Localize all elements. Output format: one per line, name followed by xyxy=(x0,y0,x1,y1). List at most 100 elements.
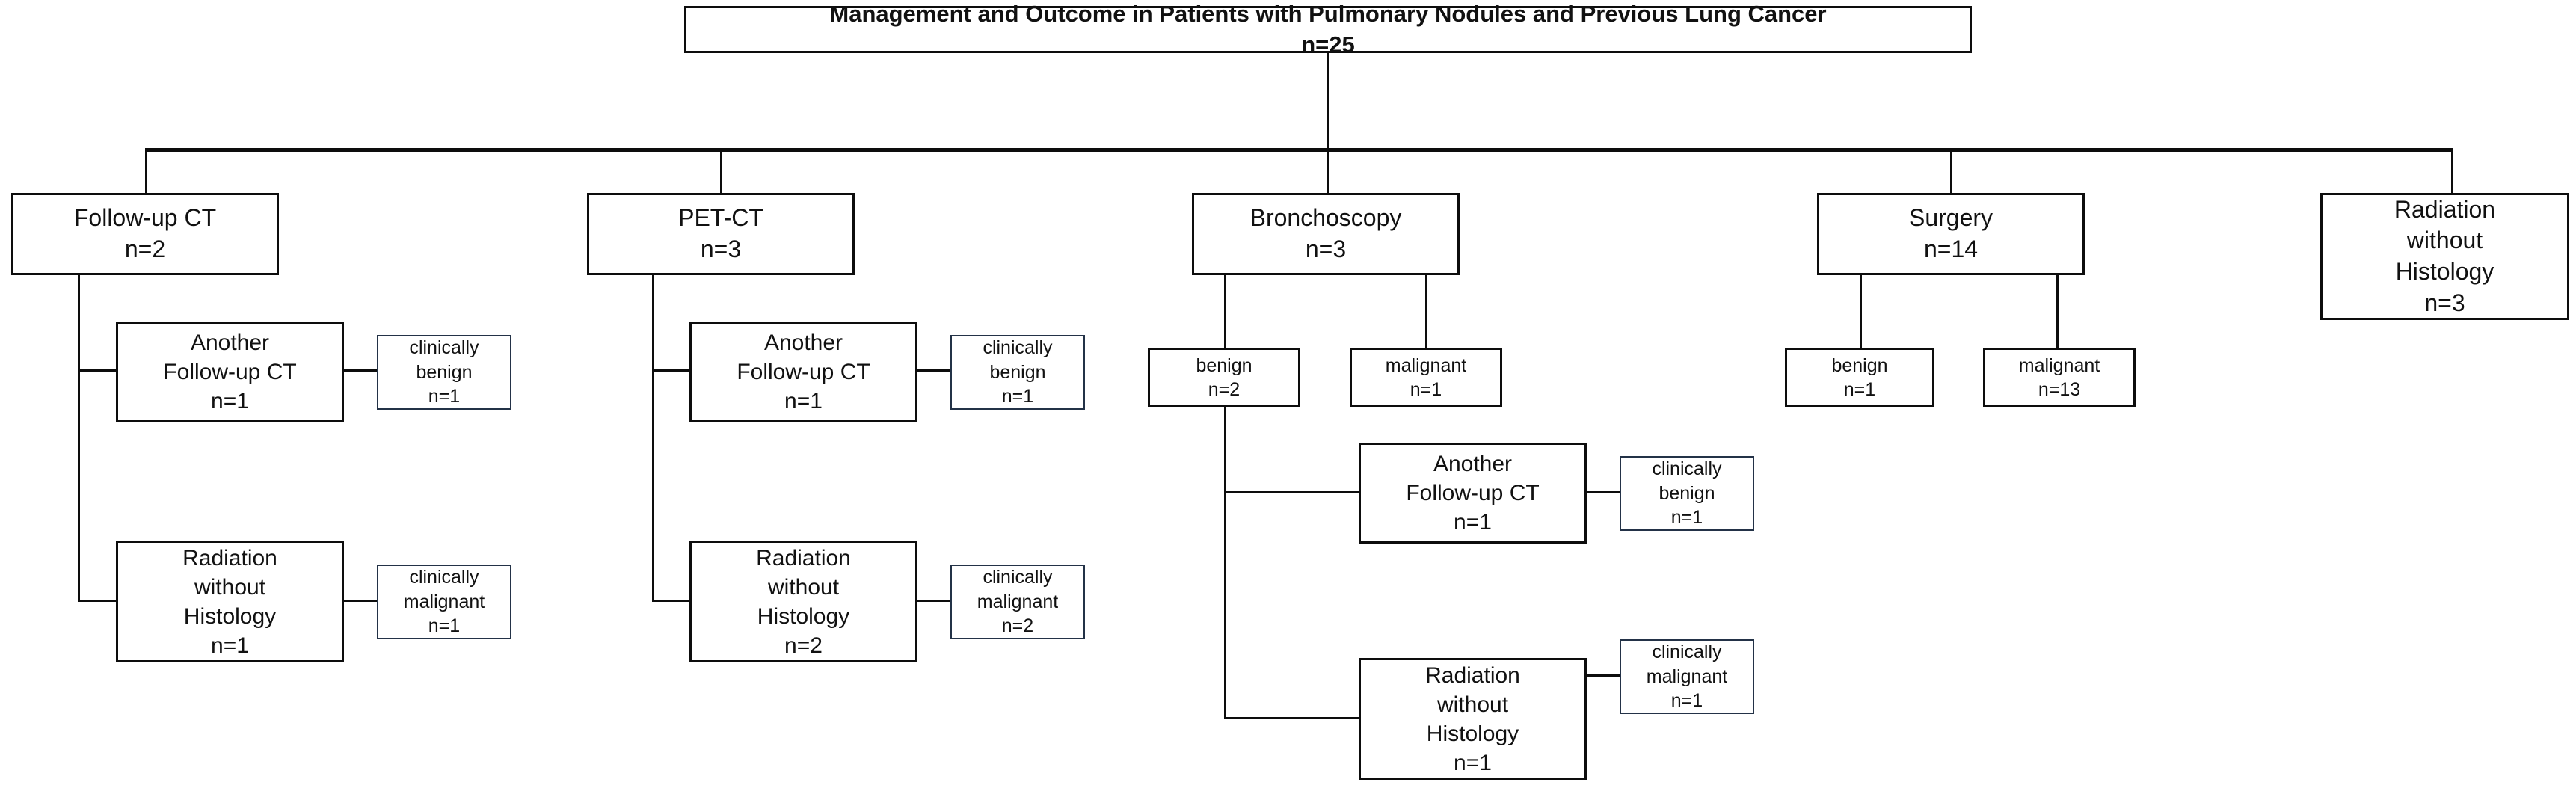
node-pet-ct: PET-CT n=3 xyxy=(587,193,855,275)
edge-bronchoscopy-to-benign xyxy=(1224,275,1226,348)
edge-pet-ct-spine xyxy=(652,275,654,602)
histology-count: n=1 xyxy=(1410,379,1442,400)
node-label-line3: Histology xyxy=(2395,258,2494,285)
edge-surgery-to-malignant xyxy=(2056,275,2059,348)
node-followup-ct-radiation: Radiation without Histology n=1 xyxy=(116,541,344,662)
outcome-line1: clinically xyxy=(409,567,479,588)
node-count: n=1 xyxy=(211,633,249,658)
edge-followup-ct-spine xyxy=(78,275,80,602)
node-label-line3: Histology xyxy=(1426,721,1519,746)
edge-another-ct-to-benign-3 xyxy=(1585,491,1621,493)
outcome-count: n=1 xyxy=(1670,690,1703,712)
edge-surgery-to-benign xyxy=(1860,275,1862,348)
title-count: n=25 xyxy=(1301,31,1355,58)
node-pet-ct-label: PET-CT xyxy=(678,204,763,232)
outcome-line2: malignant xyxy=(403,591,485,612)
node-bronchoscopy-label: Bronchoscopy xyxy=(1249,204,1402,232)
node-count: n=3 xyxy=(2424,289,2465,316)
edge-drop-pet-ct xyxy=(720,148,722,193)
title-node: Management and Outcome in Patients with … xyxy=(684,1,1972,58)
node-bronchoscopy-count: n=3 xyxy=(1305,236,1347,262)
edge-radiation-to-malignant-2 xyxy=(916,600,952,602)
node-followup-ct-count: n=2 xyxy=(124,236,166,262)
node-surgery: Surgery n=14 xyxy=(1817,193,2085,275)
histology-count: n=13 xyxy=(2038,379,2081,400)
node-count: n=2 xyxy=(784,633,823,658)
node-outcome-clinically-benign-2: clinically benign n=1 xyxy=(950,335,1085,410)
edge-bronchoscopy-benign-spine xyxy=(1224,407,1226,719)
node-label-line3: Histology xyxy=(183,603,277,629)
node-outcome-clinically-benign-1: clinically benign n=1 xyxy=(377,335,511,410)
node-outcome-clinically-malignant-2: clinically malignant n=2 xyxy=(950,565,1085,639)
node-label-line2: without xyxy=(2406,227,2483,254)
node-bronchoscopy-malignant: malignant n=1 xyxy=(1350,348,1502,407)
node-surgery-benign: benign n=1 xyxy=(1785,348,1934,407)
edge-another-ct-to-benign-1 xyxy=(342,369,378,372)
histology-count: n=2 xyxy=(1208,379,1241,400)
outcome-line2: benign xyxy=(989,361,1046,383)
outcome-line1: clinically xyxy=(983,337,1053,359)
outcome-line1: clinically xyxy=(409,337,479,359)
node-count: n=1 xyxy=(1454,510,1492,535)
edge-radiation-to-malignant-1 xyxy=(342,600,378,602)
node-label-line2: Follow-up CT xyxy=(737,360,870,384)
node-label-line1: Radiation xyxy=(2394,195,2496,223)
outcome-count: n=1 xyxy=(428,386,461,407)
node-bronchoscopy-benign: benign n=2 xyxy=(1148,348,1300,407)
edge-title-stem xyxy=(1327,53,1329,150)
outcome-line2: malignant xyxy=(1646,665,1728,687)
outcome-count: n=1 xyxy=(428,615,461,637)
edge-followup-ct-to-another xyxy=(78,369,117,372)
node-count: n=1 xyxy=(1454,750,1492,775)
node-count: n=1 xyxy=(211,389,249,413)
node-pet-ct-radiation: Radiation without Histology n=2 xyxy=(689,541,917,662)
node-followup-ct-another-ct: Another Follow-up CT n=1 xyxy=(116,322,344,422)
outcome-line1: clinically xyxy=(1652,642,1722,663)
node-bronchoscopy-radiation: Radiation without Histology n=1 xyxy=(1359,658,1587,780)
node-label-line2: without xyxy=(194,574,266,600)
node-surgery-malignant: malignant n=13 xyxy=(1983,348,2136,407)
node-surgery-count: n=14 xyxy=(1923,236,1979,262)
node-label-line2: Follow-up CT xyxy=(163,360,297,384)
outcome-line1: clinically xyxy=(1652,458,1722,480)
node-label-line3: Histology xyxy=(757,603,850,629)
edge-drop-bronchoscopy xyxy=(1327,148,1329,193)
node-label-line1: Another xyxy=(1433,452,1513,476)
outcome-line1: clinically xyxy=(983,567,1053,588)
edge-benign-to-radiation xyxy=(1224,717,1360,719)
edge-drop-surgery xyxy=(1950,148,1952,193)
edge-pet-ct-to-another xyxy=(652,369,691,372)
node-surgery-label: Surgery xyxy=(1908,204,1994,232)
title-text: Management and Outcome in Patients with … xyxy=(829,1,1827,28)
histology-label: malignant xyxy=(1385,354,1467,376)
outcome-line2: benign xyxy=(416,361,473,383)
edge-followup-ct-to-radiation xyxy=(78,600,117,602)
node-radiation-without-histology: Radiation without Histology n=3 xyxy=(2320,193,2569,320)
outcome-line2: benign xyxy=(1659,482,1715,504)
node-bronchoscopy-another-ct: Another Follow-up CT n=1 xyxy=(1359,443,1587,544)
node-followup-ct: Follow-up CT n=2 xyxy=(11,193,279,275)
node-label-line2: without xyxy=(1436,692,1509,717)
edge-bronchoscopy-to-malignant xyxy=(1425,275,1427,348)
node-count: n=1 xyxy=(784,389,823,413)
node-label-line1: Radiation xyxy=(756,545,851,570)
edge-another-ct-to-benign-2 xyxy=(916,369,952,372)
node-pet-ct-count: n=3 xyxy=(700,236,742,262)
histology-label: malignant xyxy=(2018,354,2100,376)
node-label-line1: Radiation xyxy=(1425,662,1520,688)
edge-radiation-to-malignant-3 xyxy=(1585,674,1621,677)
node-label-line2: without xyxy=(767,574,840,600)
node-outcome-clinically-malignant-3: clinically malignant n=1 xyxy=(1620,639,1754,714)
node-label-line2: Follow-up CT xyxy=(1406,481,1540,505)
node-bronchoscopy: Bronchoscopy n=3 xyxy=(1192,193,1460,275)
edge-level1-bus xyxy=(146,148,2453,152)
node-pet-ct-another-ct: Another Follow-up CT n=1 xyxy=(689,322,917,422)
node-label-line1: Another xyxy=(763,330,843,355)
outcome-count: n=1 xyxy=(1670,507,1703,529)
histology-label: benign xyxy=(1196,354,1252,376)
outcome-count: n=2 xyxy=(1001,615,1034,637)
edge-benign-to-another-ct xyxy=(1224,491,1360,493)
node-followup-ct-label: Follow-up CT xyxy=(73,204,217,232)
edge-drop-radiation xyxy=(2451,148,2453,193)
